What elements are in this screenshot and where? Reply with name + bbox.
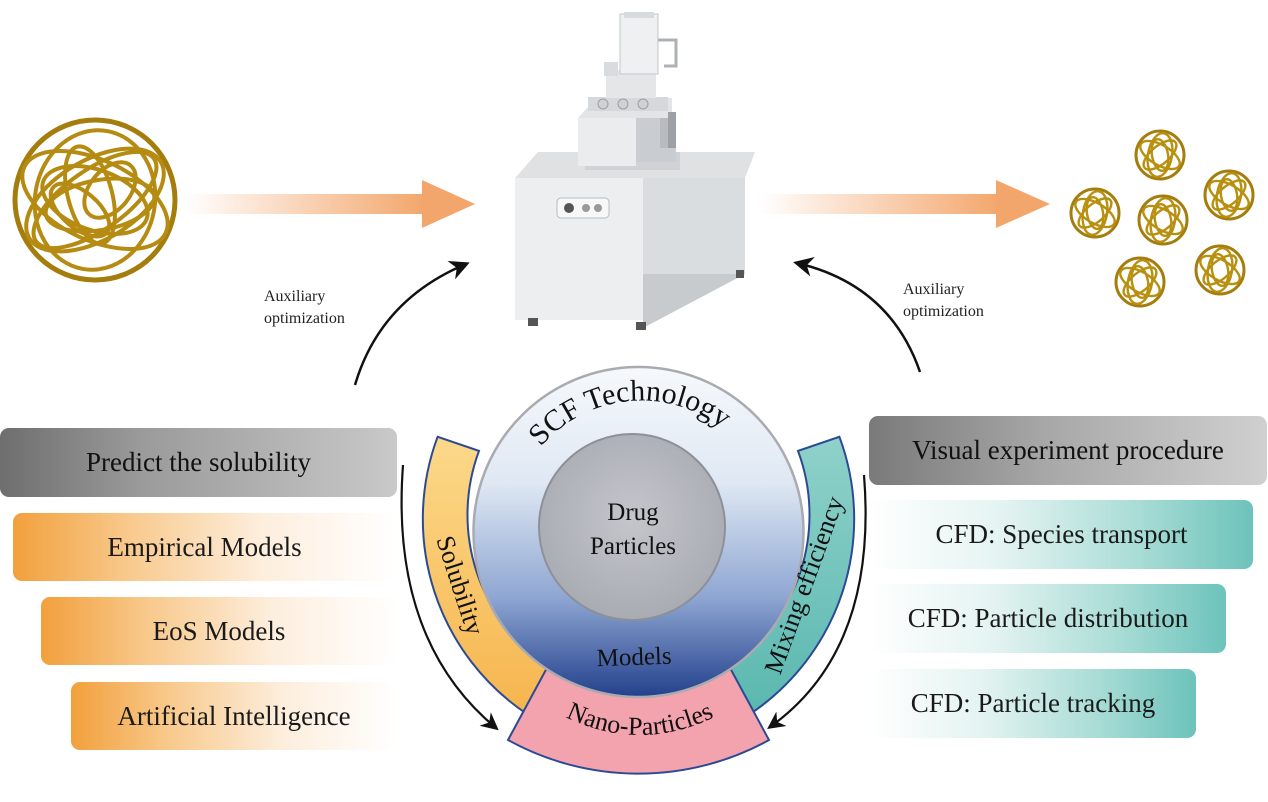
- artificial-intelligence-box: Artificial Intelligence: [71, 682, 397, 750]
- empirical-models-box: Empirical Models: [13, 513, 396, 581]
- process-arrow-left: [185, 180, 475, 228]
- yarn-ball-icon-large: [12, 117, 178, 283]
- aux-optimization-right: Auxiliary optimization: [903, 279, 984, 323]
- visual-experiment-header: Visual experiment procedure: [869, 416, 1267, 485]
- mixing-flow-arrow: [767, 474, 867, 730]
- aux-left-line2: optimization: [264, 310, 345, 327]
- cfd-particle-tracking-box: CFD: Particle tracking: [870, 669, 1196, 738]
- cfd-particle-distribution-box: CFD: Particle distribution: [870, 584, 1226, 653]
- predict-solubility-header: Predict the solubility: [0, 428, 397, 497]
- aux-arrow-right: [793, 256, 922, 373]
- models-label: Models: [596, 643, 672, 673]
- drug-label-line2: Particles: [590, 533, 676, 560]
- drug-particles-core: [538, 433, 726, 621]
- nanoparticle-cluster-icon: [1069, 129, 1255, 308]
- cfd-species-transport-box: CFD: Species transport: [870, 500, 1253, 569]
- aux-arrow-left: [353, 260, 470, 386]
- solubility-flow-arrow: [400, 464, 499, 731]
- eos-models-box: EoS Models: [41, 597, 397, 665]
- aux-right-line2: optimization: [903, 303, 984, 320]
- microscope-machine-icon: [515, 12, 755, 330]
- drug-label-line1: Drug: [607, 499, 659, 526]
- aux-left-line1: Auxiliary: [264, 288, 326, 305]
- process-arrow-right: [760, 180, 1050, 228]
- aux-optimization-left: Auxiliary optimization: [264, 286, 345, 330]
- aux-right-line1: Auxiliary: [903, 281, 965, 298]
